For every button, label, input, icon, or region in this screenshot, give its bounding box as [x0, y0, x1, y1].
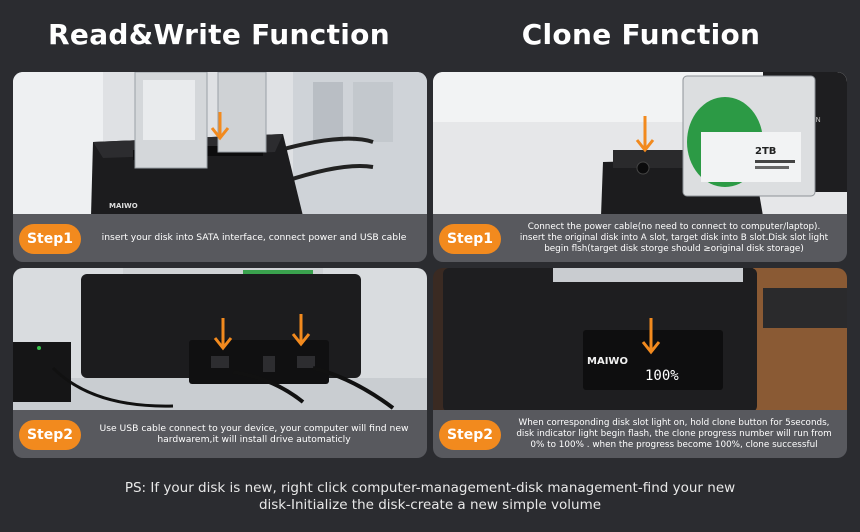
ps-line-1: PS: If your disk is new, right click com…	[124, 480, 736, 496]
caption-bar: Step1 Connect the power cable(no need to…	[433, 214, 847, 262]
caption-bar: Step2 Use USB cable connect to your devi…	[13, 410, 427, 458]
panel-clone-step1: IRON 2TB Step1 Connect the power cable(n…	[433, 72, 847, 262]
ps-note: PS: If your disk is new, right click com…	[30, 480, 830, 514]
caption-bar: Step2 When corresponding disk slot light…	[433, 410, 847, 458]
clone-insert-photo: IRON 2TB	[433, 72, 847, 216]
ps-line-2: disk-Initialize the disk-create a new si…	[258, 497, 602, 513]
hdd-capacity-label: 2TB	[755, 146, 776, 157]
step-badge: Step1	[439, 224, 501, 254]
dock-insert-photo: MAIWO	[13, 72, 427, 216]
step-description: Connect the power cable(no need to conne…	[519, 221, 829, 254]
svg-text:MAIWO: MAIWO	[109, 202, 138, 210]
step-badge: Step2	[19, 420, 81, 450]
step-description: insert your disk into SATA interface, co…	[101, 232, 407, 244]
clone-heading: Clone Function	[521, 18, 761, 51]
caption-bar: Step1 insert your disk into SATA interfa…	[13, 214, 427, 262]
step-description: When corresponding disk slot light on, h…	[516, 417, 832, 450]
progress-display: 100%	[645, 368, 679, 384]
panel-read-write-step1: MAIWO Step1 insert your disk into SATA i…	[13, 72, 427, 262]
maiwo-logo: MAIWO	[587, 356, 628, 367]
clone-progress-photo: MAIWO 100%	[433, 268, 847, 412]
step-badge: Step2	[439, 420, 501, 450]
step-badge: Step1	[19, 224, 81, 254]
dock-usb-photo	[13, 268, 427, 412]
step-description: Use USB cable connect to your device, yo…	[99, 422, 409, 446]
panel-read-write-step2: Step2 Use USB cable connect to your devi…	[13, 268, 427, 458]
panel-clone-step2: MAIWO 100% Step2 When corresponding disk…	[433, 268, 847, 458]
read-write-heading: Read&Write Function	[48, 18, 390, 51]
